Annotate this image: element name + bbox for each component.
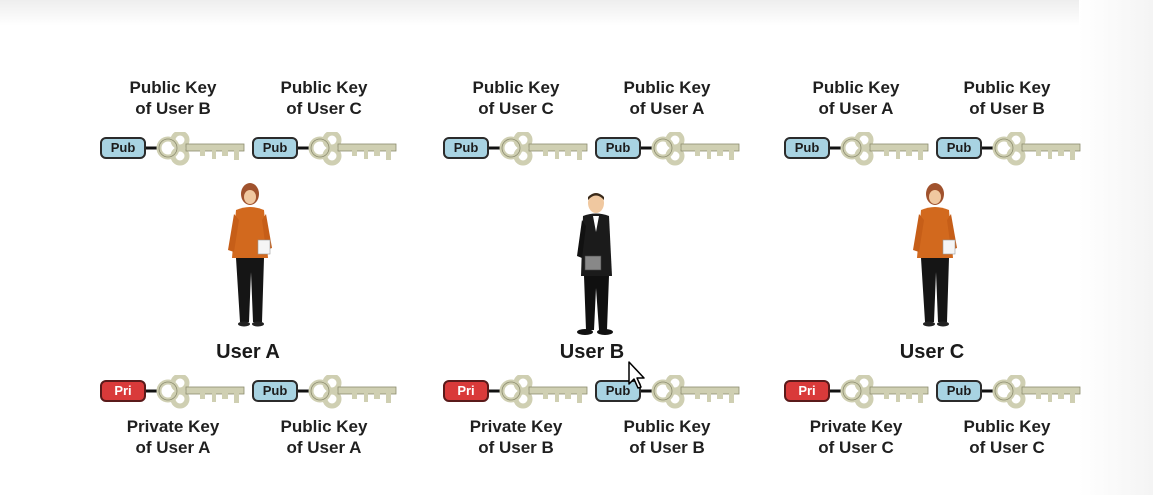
key-tag: Pri [100,380,146,402]
private-key-icon: Pri [100,375,250,411]
public-key-icon: Pub [936,132,1086,168]
key-shape [639,132,740,166]
key-tag: Pub [595,380,641,402]
key-shape [144,132,245,166]
public-key-icon: Pub [936,375,1086,411]
mouse-cursor-icon [628,361,645,389]
key-shape [487,375,588,409]
key-tag: Pub [936,137,982,159]
key-tag: Pub [443,137,489,159]
public-key-icon: Pub [252,375,402,411]
key-shape [639,375,740,409]
key-tag: Pub [784,137,830,159]
public-key-icon: Pub [595,132,745,168]
user-name: User C [899,341,965,363]
key-shape [980,375,1081,409]
person-woman-icon [913,183,957,327]
key-tag: Pri [443,380,489,402]
person-woman-icon [228,183,272,327]
key-shape [828,375,929,409]
public-key-icon: Pub [595,375,745,411]
top-bar [0,0,1153,26]
key-shape [828,132,929,166]
key-tag: Pub [595,137,641,159]
key-tag: Pub [100,137,146,159]
key-tag: Pub [936,380,982,402]
person-man-icon [577,193,613,335]
key-tag: Pub [252,380,298,402]
user-name: User A [216,341,280,363]
key-tag: Pub [252,137,298,159]
public-key-icon: Pub [443,132,593,168]
private-key-icon: Pri [784,375,934,411]
public-key-icon: Pub [252,132,402,168]
key-shape [296,375,397,409]
key-tag: Pri [784,380,830,402]
user-name: User B [559,341,625,363]
public-key-icon: Pub [100,132,250,168]
private-key-icon: Pri [443,375,593,411]
key-shape [980,132,1081,166]
key-shape [296,132,397,166]
key-shape [144,375,245,409]
key-shape [487,132,588,166]
public-key-icon: Pub [784,132,934,168]
right-edge-shade [1079,0,1153,495]
